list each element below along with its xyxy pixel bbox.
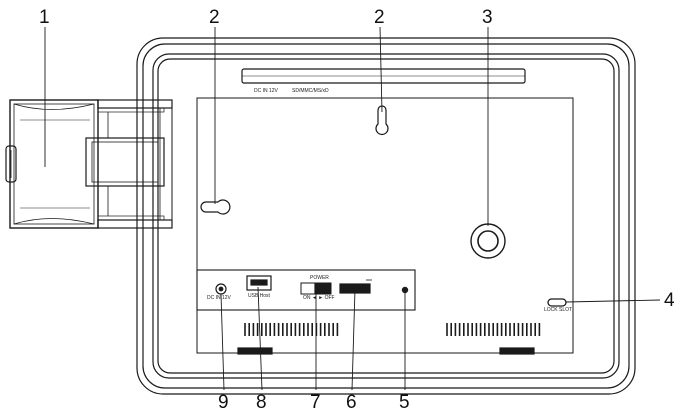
stand-bracket bbox=[85, 137, 165, 187]
callout-3: 3 bbox=[482, 7, 493, 28]
callout-7: 7 bbox=[310, 392, 321, 413]
slot-card-label: SD/MMC/MS/xD bbox=[292, 88, 329, 94]
frame-inner bbox=[152, 53, 620, 379]
lock-slot bbox=[547, 298, 567, 307]
power-label: POWER bbox=[310, 275, 329, 281]
leader-lines bbox=[44, 26, 661, 391]
callout-4: 4 bbox=[664, 290, 675, 311]
connector-panel bbox=[196, 269, 416, 311]
dc-jack-label: DC IN 12V bbox=[207, 295, 231, 301]
frame-bevel bbox=[157, 58, 615, 374]
vent-grilles bbox=[244, 323, 541, 336]
callout-9: 9 bbox=[218, 392, 229, 413]
callout-6: 6 bbox=[346, 392, 357, 413]
back-panel bbox=[196, 97, 574, 354]
foot-left bbox=[237, 347, 273, 355]
usb-port bbox=[246, 275, 272, 291]
callout-2-top: 2 bbox=[374, 7, 385, 28]
stand-hinge bbox=[5, 145, 17, 183]
reset-hole bbox=[401, 286, 409, 294]
callout-2-left: 2 bbox=[209, 7, 220, 28]
callout-5: 5 bbox=[399, 392, 410, 413]
keyhole-left bbox=[200, 199, 231, 215]
lock-slot-label: LOCK SLOT bbox=[544, 307, 573, 313]
keyhole-top bbox=[375, 105, 389, 135]
callout-8: 8 bbox=[256, 392, 267, 413]
frame-outer bbox=[136, 37, 636, 395]
frame-middle bbox=[142, 43, 630, 389]
callout-1: 1 bbox=[39, 7, 50, 28]
foot-right bbox=[499, 347, 535, 355]
switch-label: ON ◄ ► OFF bbox=[303, 295, 335, 301]
usb-label: USB Host bbox=[248, 293, 270, 299]
stand-body bbox=[9, 99, 99, 229]
slot-dc-label: DC IN 12V bbox=[254, 88, 278, 94]
stand-mount bbox=[470, 223, 506, 259]
